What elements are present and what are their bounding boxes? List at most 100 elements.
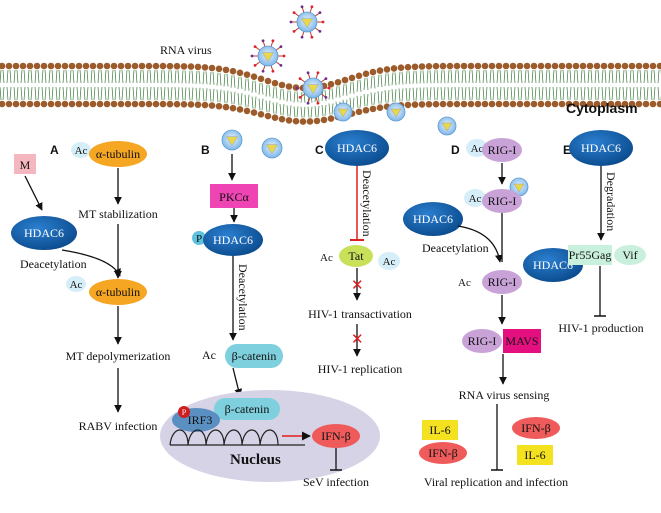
lipid-head — [439, 62, 447, 70]
nucleus-label: Nucleus — [230, 452, 281, 468]
lipid-head — [502, 62, 510, 70]
lipid-head — [19, 62, 27, 70]
panel-e-letter: E — [563, 143, 571, 157]
lipid-tail — [657, 69, 661, 101]
lipid-tail — [195, 70, 201, 101]
lipid-head — [362, 106, 370, 114]
vif-label: Vif — [622, 248, 637, 262]
deacetylation-label: Deacetylation — [236, 264, 250, 331]
lipid-tail — [398, 71, 404, 102]
lipid-tail — [510, 69, 516, 101]
lipid-head — [68, 62, 76, 70]
lipid-head — [523, 100, 531, 108]
phospho-tag — [178, 406, 190, 418]
rna-virus-label: RNA virus — [160, 43, 212, 57]
deacetylation-label: Deacetylation — [360, 170, 374, 237]
lipid-head — [110, 100, 118, 108]
arrow-catenin-to-nucleus — [232, 367, 243, 397]
virus-particles — [221, 5, 529, 197]
lipid-head — [215, 65, 223, 73]
lipid-tail — [209, 71, 215, 102]
lipid-head — [607, 100, 615, 108]
lipid-tail — [384, 73, 390, 103]
lipid-head — [152, 100, 160, 108]
lipid-head — [593, 100, 601, 108]
lipid-head — [628, 62, 636, 70]
panel-b-letter: B — [201, 143, 210, 157]
panel-e: E HDAC6 Degradation Pr55Gag Vif HIV-1 pr… — [558, 130, 646, 335]
hdac6-label: HDAC6 — [24, 226, 64, 240]
lipid-tail — [216, 72, 222, 103]
lipid-tail — [426, 70, 432, 101]
lipid-head — [607, 62, 615, 70]
ifn-beta-label: IFN-β — [521, 421, 550, 435]
lipid-head — [19, 100, 27, 108]
panel-b: B PKCα P HDAC6 Deacetylation Ac β-cateni… — [160, 143, 380, 489]
acetyl-tag — [66, 276, 86, 292]
mt-depolymerization-label: MT depolymerization — [66, 349, 171, 363]
lipid-head — [138, 62, 146, 70]
lipid-head — [572, 100, 580, 108]
lipid-tail — [461, 69, 467, 101]
lipid-head — [61, 62, 69, 70]
lipid-tail — [629, 69, 635, 101]
rna-sensing-label: RNA virus sensing — [459, 388, 550, 402]
lipid-head — [285, 83, 293, 90]
lipid-head — [12, 62, 20, 70]
lipid-tail — [160, 70, 166, 101]
lipid-head — [0, 100, 6, 108]
lipid-head — [278, 81, 286, 89]
il6-label: IL-6 — [429, 423, 450, 437]
lipid-tail — [377, 74, 383, 104]
hdac6-label: HDAC6 — [213, 233, 253, 247]
acetyl-label: Ac — [75, 145, 88, 157]
hdac6-node — [403, 202, 463, 236]
lipid-head — [47, 62, 55, 70]
lipid-head — [33, 62, 41, 70]
ifn-beta-node — [312, 424, 360, 448]
ifn-beta-node — [512, 417, 560, 439]
rig-i-label: RIG-I — [488, 143, 517, 157]
lipid-tail — [363, 77, 369, 107]
lipid-head — [558, 100, 566, 108]
lipid-head — [96, 62, 104, 70]
lipid-head — [334, 78, 342, 86]
acetyl-label: Ac — [383, 256, 396, 268]
lipid-head — [453, 62, 461, 70]
lipid-head — [586, 100, 594, 108]
lipid-head — [187, 101, 195, 108]
blocked-cross: ✕ — [351, 278, 364, 294]
m-protein-label: M — [20, 158, 31, 172]
lipid-head — [551, 100, 559, 108]
lipid-head — [544, 100, 552, 108]
alpha-tubulin-node — [89, 279, 147, 305]
lipid-head — [628, 100, 636, 108]
lipid-head — [229, 104, 237, 112]
il6-box — [517, 445, 553, 465]
lipid-head — [222, 66, 230, 74]
lipid-tail — [601, 69, 607, 101]
lipid-head — [418, 101, 426, 108]
lipid-head — [54, 100, 62, 108]
lipid-tail — [237, 76, 243, 106]
lipid-head — [89, 100, 97, 108]
virus-particle — [437, 116, 457, 136]
lipid-head — [110, 62, 118, 70]
lipid-tail — [370, 76, 376, 105]
lipid-head — [173, 62, 181, 70]
lipid-tail — [97, 69, 103, 101]
lipid-tail — [202, 71, 208, 102]
lipid-head — [355, 72, 363, 80]
lipid-tail — [69, 69, 75, 101]
lipid-head — [5, 62, 13, 70]
lipid-tail — [111, 69, 117, 101]
lipid-head — [54, 62, 62, 70]
arrow-hdac6-deacetylation — [457, 225, 503, 263]
lipid-head — [75, 100, 83, 108]
virus-particle — [221, 129, 243, 151]
lipid-head — [579, 100, 587, 108]
lipid-tail — [489, 69, 495, 101]
lipid-head — [621, 62, 629, 70]
lipid-head — [264, 77, 272, 85]
lipid-head — [586, 62, 594, 70]
